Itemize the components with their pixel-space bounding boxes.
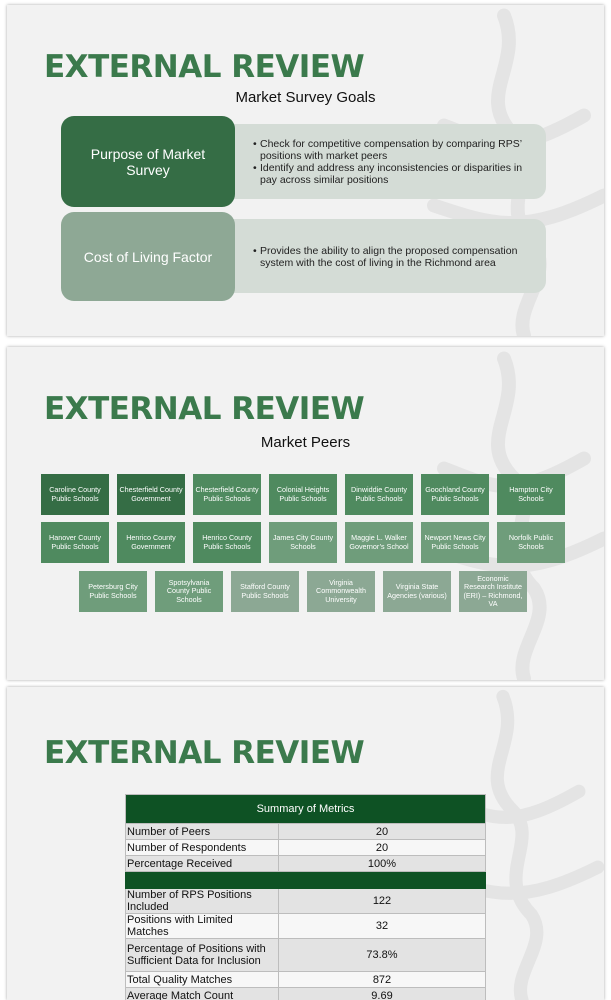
- table-header: Summary of Metrics: [125, 794, 486, 824]
- slide-title: EXTERNAL REVIEW: [44, 49, 365, 85]
- slide-market-peers: EXTERNAL REVIEW Market Peers Caroline Co…: [7, 347, 604, 680]
- metric-value: 20: [278, 823, 486, 840]
- table-row: Number of RPS Positions Included 122: [125, 888, 486, 914]
- table-row: Number of Respondents 20: [125, 839, 486, 856]
- metric-label: Number of RPS Positions Included: [125, 888, 279, 914]
- slide-subtitle: Market Survey Goals: [235, 89, 376, 106]
- table-row: Percentage Received 100%: [125, 855, 486, 872]
- metric-label: Percentage of Positions with Sufficient …: [125, 938, 279, 972]
- peer-tile: Stafford County Public Schools: [231, 571, 299, 612]
- goal-label-box: Purpose of Market Survey: [61, 116, 235, 207]
- peer-tile: Chesterfield County Government: [117, 474, 185, 515]
- peer-tile: Economic Research Institute (ERI) – Rich…: [459, 571, 527, 612]
- goal-bullet: Identify and address any inconsistencies…: [253, 162, 538, 186]
- peer-tile: Spotsylvania County Public Schools: [155, 571, 223, 612]
- goal-bullet: Check for competitive compensation by co…: [253, 138, 538, 162]
- metric-label: Average Match Count: [125, 987, 279, 1000]
- metric-label: Percentage Received: [125, 855, 279, 872]
- peer-tile: James City County Schools: [269, 522, 337, 563]
- table-divider-band: [125, 871, 486, 889]
- peer-tile: Maggie L. Walker Governor’s School: [345, 522, 413, 563]
- metric-label: Number of Respondents: [125, 839, 279, 856]
- goal-row-purpose: Purpose of Market Survey Check for compe…: [61, 116, 546, 207]
- table-header-row: Summary of Metrics: [125, 794, 486, 824]
- goal-bullet: Provides the ability to align the propos…: [253, 245, 538, 269]
- metric-value: 872: [278, 971, 486, 988]
- peer-tile: Dinwiddie County Public Schools: [345, 474, 413, 515]
- metric-value: 32: [278, 913, 486, 939]
- slide-market-survey-goals: EXTERNAL REVIEW Market Survey Goals Purp…: [7, 5, 604, 336]
- peer-tile: Petersburg City Public Schools: [79, 571, 147, 612]
- metrics-table: Summary of Metrics Number of Peers 20 Nu…: [125, 794, 486, 1000]
- peer-tile: Chesterfield County Public Schools: [193, 474, 261, 515]
- table-row: Average Match Count 9.69: [125, 987, 486, 1000]
- goal-label: Cost of Living Factor: [83, 248, 213, 265]
- metric-value: 20: [278, 839, 486, 856]
- peer-tile: Virginia Commonwealth University: [307, 571, 375, 612]
- metric-value: 100%: [278, 855, 486, 872]
- peer-tile: Henrico County Public Schools: [193, 522, 261, 563]
- goal-label-box: Cost of Living Factor: [61, 212, 235, 301]
- peer-tile: Colonial Heights Public Schools: [269, 474, 337, 515]
- goal-row-cost-of-living: Cost of Living Factor Provides the abili…: [61, 212, 546, 301]
- peer-tile: Caroline County Public Schools: [41, 474, 109, 515]
- metric-value: 9.69: [278, 987, 486, 1000]
- table-row: Positions with Limited Matches 32: [125, 913, 486, 939]
- peer-tile: Virginia State Agencies (various): [383, 571, 451, 612]
- table-row: Total Quality Matches 872: [125, 971, 486, 988]
- goal-bullet-list: Check for competitive compensation by co…: [253, 138, 538, 186]
- metric-value: 73.8%: [278, 938, 486, 972]
- metric-label: Positions with Limited Matches: [125, 913, 279, 939]
- metric-label: Number of Peers: [125, 823, 279, 840]
- peer-tile: Goochland County Public Schools: [421, 474, 489, 515]
- slide-title: EXTERNAL REVIEW: [44, 391, 365, 427]
- peer-tile: Norfolk Public Schools: [497, 522, 565, 563]
- table-row: Number of Peers 20: [125, 823, 486, 840]
- goal-label: Purpose of Market Survey: [90, 145, 206, 178]
- metric-value: 122: [278, 888, 486, 914]
- metric-label: Total Quality Matches: [125, 971, 279, 988]
- peer-tile: Newport News City Public Schools: [421, 522, 489, 563]
- slide-title: EXTERNAL REVIEW: [44, 735, 365, 771]
- slide-summary-of-metrics: EXTERNAL REVIEW Summary of Metrics Numbe…: [7, 687, 604, 1000]
- slide-subtitle: Market Peers: [260, 434, 351, 451]
- peer-tile: Hanover County Public Schools: [41, 522, 109, 563]
- goal-bullet-list: Provides the ability to align the propos…: [253, 245, 538, 269]
- peer-tile: Henrico County Government: [117, 522, 185, 563]
- table-row: Percentage of Positions with Sufficient …: [125, 938, 486, 972]
- peer-tile: Hampton City Schools: [497, 474, 565, 515]
